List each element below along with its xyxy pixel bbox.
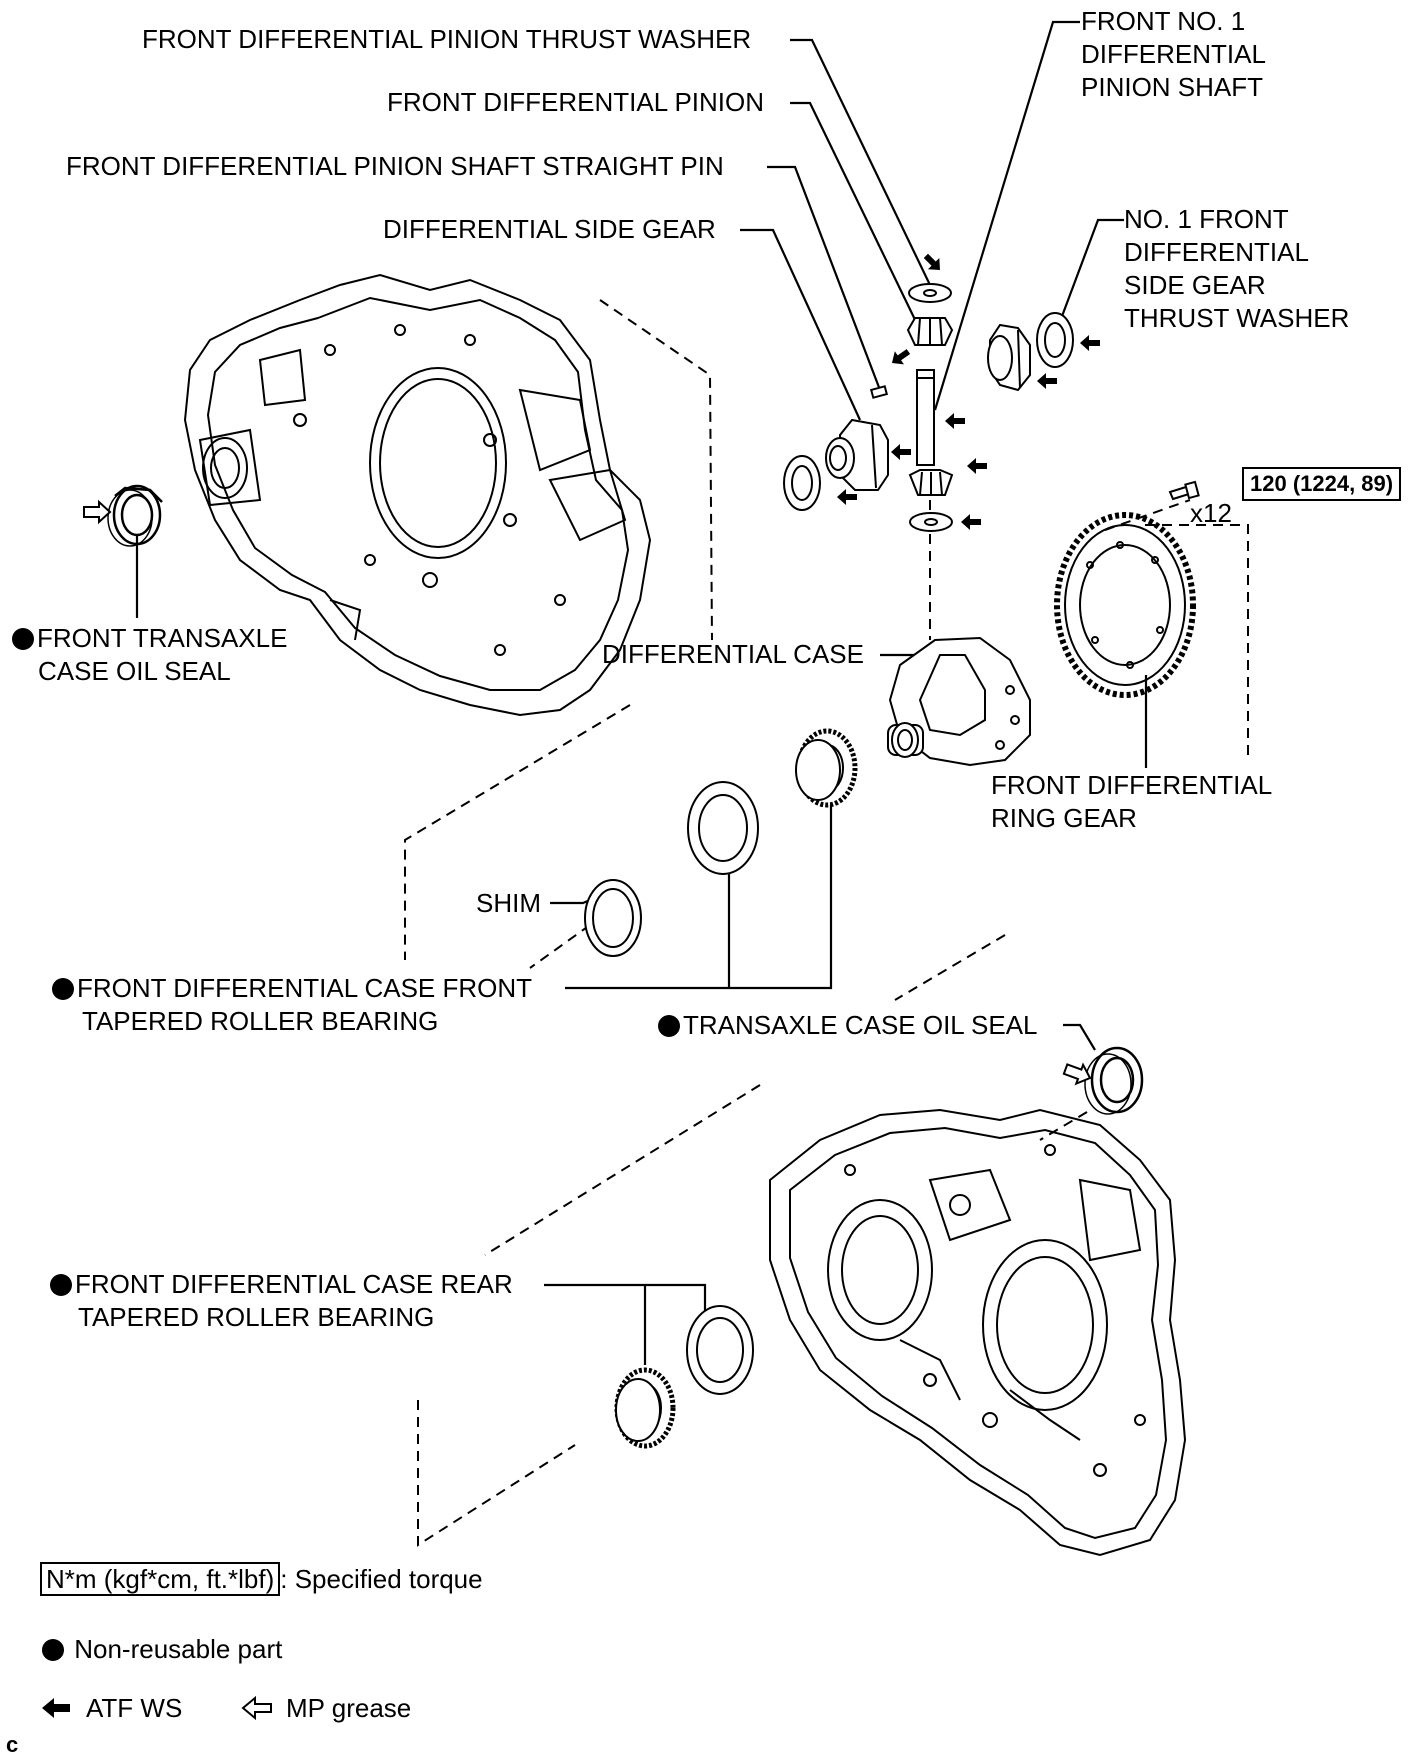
label-pinion: FRONT DIFFERENTIAL PINION: [387, 87, 765, 117]
atf-arrow-4: [1037, 373, 1057, 389]
legend-mp: MP grease: [286, 1693, 412, 1723]
label-thrust-washer: FRONT DIFFERENTIAL PINION THRUST WASHER: [142, 24, 752, 54]
corner-mark: c: [6, 1732, 19, 1757]
label-front-oil-seal: FRONT TRANSAXLE CASE OIL SEAL: [12, 622, 287, 688]
atf-arrow-2: [892, 349, 911, 365]
front-oil-seal-part: [107, 484, 163, 547]
solid-arrow-icon: [42, 1698, 70, 1718]
assembly-lines: [404, 299, 1249, 1547]
leader-rear-bearing: [544, 1283, 707, 1315]
atf-arrow-1: [923, 253, 940, 270]
legend-non-reusable: Non-reusable part: [42, 1633, 282, 1666]
transaxle-oil-seal-part: [1084, 1046, 1144, 1115]
leader-lines: [135, 20, 1148, 1365]
leader-transaxle-seal: [1063, 1023, 1096, 1051]
differential-case-part: [887, 636, 1031, 767]
label-side-gear-washer: NO. 1 FRONT DIFFERENTIAL SIDE GEAR THRUS…: [1124, 204, 1350, 333]
torque-value-box: 120 (1224, 89): [1242, 467, 1402, 501]
atf-arrow-8: [837, 489, 857, 505]
leader-thrust-washer: [790, 38, 931, 286]
front-bearing-parts: [584, 728, 858, 957]
label-front-bearing: FRONT DIFFERENTIAL CASE FRONT TAPERED RO…: [52, 972, 532, 1038]
leader-shim: [550, 898, 591, 905]
leader-front-bearing: [565, 780, 833, 990]
leader-pinion: [790, 101, 921, 331]
atf-arrow-7: [967, 458, 987, 474]
label-transaxle-oil-seal: TRANSAXLE CASE OIL SEAL: [658, 1009, 1038, 1042]
leader-straight-pin: [767, 165, 882, 391]
leader-side-gear: [740, 228, 862, 421]
ring-gear-bolt: [1168, 480, 1200, 501]
legend-torque-unit: N*m (kgf*cm, ft.*lbf): [40, 1562, 281, 1596]
label-diff-case: DIFFERENTIAL CASE: [602, 639, 864, 669]
label-ring-gear: FRONT DIFFERENTIAL RING GEAR: [991, 770, 1273, 833]
mp-arrow-2: [1062, 1062, 1092, 1086]
non-reusable-dot: [50, 1274, 72, 1296]
non-reusable-dot: [658, 1015, 680, 1037]
legend-atf: ATF WS: [86, 1693, 183, 1723]
filled-circle-icon: [42, 1639, 64, 1661]
label-rear-bearing: FRONT DIFFERENTIAL CASE REAR TAPERED ROL…: [50, 1268, 513, 1334]
ring-gear-part: [1054, 512, 1196, 698]
leader-side-gear-washer: [1053, 218, 1124, 336]
label-shim: SHIM: [476, 888, 541, 918]
hollow-arrow-icon: [241, 1695, 272, 1721]
transaxle-case: [769, 1108, 1187, 1557]
non-reusable-dot: [12, 628, 34, 650]
front-transaxle-case: [183, 273, 652, 717]
label-pinion-shaft: FRONT NO. 1 DIFFERENTIAL PINION SHAFT: [1081, 6, 1266, 102]
differential-small-parts: [783, 283, 1074, 532]
atf-arrow-5: [945, 413, 965, 429]
bolt-quantity: x12: [1190, 498, 1232, 528]
atf-arrow-6: [891, 444, 911, 460]
leader-pinion-shaft: [933, 20, 1080, 411]
mp-grease-arrows: [83, 499, 1092, 1086]
label-straight-pin: FRONT DIFFERENTIAL PINION SHAFT STRAIGHT…: [66, 151, 724, 181]
mp-arrow-1: [83, 499, 112, 525]
atf-arrow-9: [961, 514, 981, 530]
atf-arrow-3: [1080, 335, 1100, 351]
legend-torque: N*m (kgf*cm, ft.*lbf): Specified torque: [40, 1562, 483, 1596]
legend-torque-desc: : Specified torque: [280, 1564, 483, 1594]
non-reusable-dot: [52, 978, 74, 1000]
legend-icons: [42, 1695, 272, 1721]
atf-ws-arrows: [837, 253, 1100, 530]
rear-bearing-parts: [614, 1305, 754, 1449]
label-side-gear: DIFFERENTIAL SIDE GEAR: [383, 214, 716, 244]
